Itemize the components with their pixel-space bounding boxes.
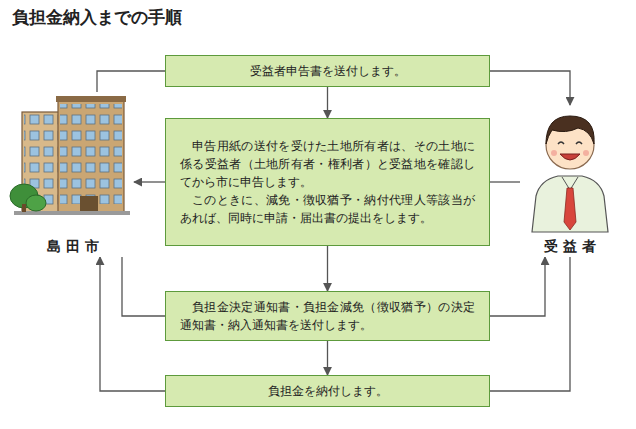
beneficiary-actor: 受益者 [520, 105, 620, 257]
beneficiary-person [532, 116, 608, 232]
node-text: 申告用紙の送付を受けた土地所有者は、その土地に係る受益者（土地所有者・権利者）と… [180, 137, 475, 191]
city-actor: 島田市 [12, 92, 134, 257]
flow-connector [327, 246, 328, 291]
diagram-title: 負担金納入までの手順 [12, 6, 636, 29]
process-box: 負担金決定通知書・負担金減免（徴収猶予）の決定通知書・納入通知書を送付します。 [165, 291, 490, 341]
process-box: 負担金を納付します。 [165, 375, 490, 407]
flow-connector [327, 87, 328, 118]
flow-connector [327, 341, 328, 375]
flow-connector [122, 257, 165, 316]
node-text: 負担金を納付します。 [180, 382, 475, 400]
node-text: 受益者申告書を送付します。 [180, 62, 475, 80]
node-text: 受益者 [539, 237, 601, 257]
flow-connector [134, 181, 165, 182]
flow-connector [97, 71, 165, 92]
city-hall-building [10, 96, 130, 215]
flow-connector [490, 257, 570, 391]
node-text: 負担金決定通知書・負担金減免（徴収猶予）の決定通知書・納入通知書を送付します。 [180, 298, 475, 334]
process-box: 申告用紙の送付を受けた土地所有者は、その土地に係る受益者（土地所有者・権利者）と… [165, 118, 490, 246]
flow-connector [490, 257, 545, 316]
flow-connector [490, 71, 570, 105]
node-text: 島田市 [42, 237, 104, 257]
node-text: このときに、減免・徴収猶予・納付代理人等該当があれば、同時に申請・届出書の提出を… [180, 191, 475, 227]
process-box: 受益者申告書を送付します。 [165, 55, 490, 87]
flow-connector [100, 257, 165, 391]
flow-connector [490, 181, 520, 182]
